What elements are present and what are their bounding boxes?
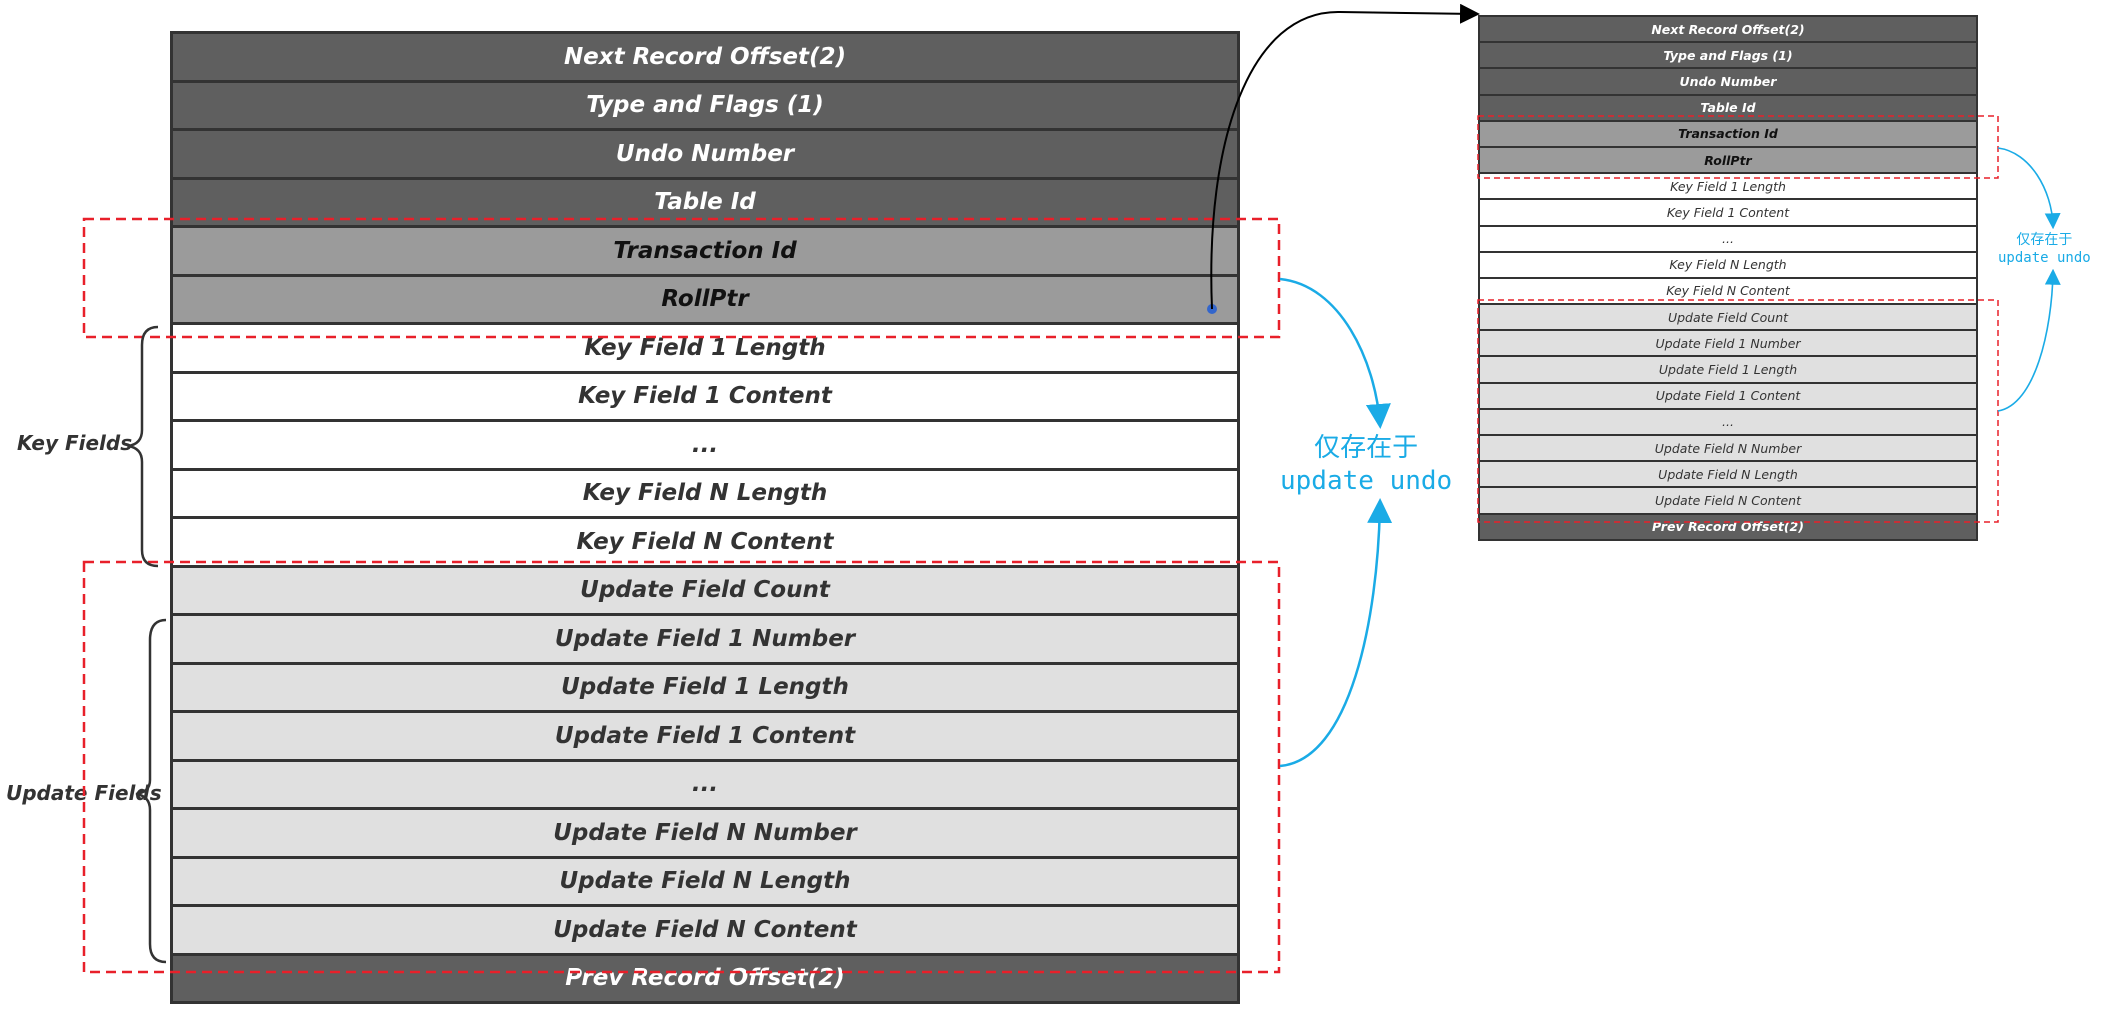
note-line-1: 仅存在于 — [1314, 433, 1419, 463]
field-row-key-field-n-length: Key Field N Length — [170, 470, 1240, 519]
field-row-update-field-1-number: Update Field 1 Number — [1478, 331, 1978, 358]
field-row-table-id: Table Id — [1478, 95, 1978, 122]
trx-rollptr-highlight-box — [82, 217, 1281, 339]
note-mini-line-1: 仅存在于 — [2016, 232, 2073, 248]
field-row-next-record-offset-2: Next Record Offset(2) — [170, 34, 1240, 83]
field-row-key-field-n-length: Key Field N Length — [1478, 252, 1978, 279]
field-row-key-field-1-content: Key Field 1 Content — [1478, 200, 1978, 227]
field-row-update-field-1-length: Update Field 1 Length — [170, 664, 1240, 713]
field-row-type-and-flags-1: Type and Flags (1) — [1478, 43, 1978, 70]
field-row-ellipsis: ... — [170, 761, 1240, 810]
field-row-rollptr: RollPtr — [170, 276, 1240, 325]
note-arrow-top-mini — [1997, 147, 2061, 230]
field-row-prev-record-offset-2: Prev Record Offset(2) — [1478, 514, 1978, 541]
undo-record-layout: Next Record Offset(2)Type and Flags (1)U… — [170, 31, 1240, 1004]
field-row-next-record-offset-2: Next Record Offset(2) — [1478, 17, 1978, 44]
field-row-update-field-1-number: Update Field 1 Number — [170, 616, 1240, 665]
note-arrow-top — [1279, 277, 1391, 429]
field-row-ellipsis: ... — [170, 422, 1240, 471]
field-row-key-field-n-content: Key Field N Content — [170, 519, 1240, 568]
field-row-undo-number: Undo Number — [170, 131, 1240, 180]
update-undo-note-mini: 仅存在于 update undo — [1998, 232, 2091, 267]
update-fields-highlight-box — [82, 560, 1281, 974]
trx-rollptr-highlight-box-mini — [1477, 115, 1999, 179]
update-fields-brace — [135, 618, 167, 964]
field-row-update-field-n-length: Update Field N Length — [1478, 462, 1978, 489]
key-fields-brace — [127, 325, 159, 568]
field-row-update-field-count: Update Field Count — [1478, 305, 1978, 332]
field-row-update-field-n-number: Update Field N Number — [1478, 436, 1978, 463]
key-fields-label: Key Fields — [17, 431, 133, 455]
field-row-update-field-n-content: Update Field N Content — [170, 907, 1240, 956]
field-row-key-field-1-length: Key Field 1 Length — [1478, 174, 1978, 201]
field-row-prev-record-offset-2: Prev Record Offset(2) — [170, 955, 1240, 1004]
field-row-update-field-1-length: Update Field 1 Length — [1478, 357, 1978, 384]
field-row-ellipsis: ... — [1478, 226, 1978, 253]
field-row-update-field-1-content: Update Field 1 Content — [170, 713, 1240, 762]
field-row-update-field-1-content: Update Field 1 Content — [1478, 383, 1978, 410]
field-row-rollptr: RollPtr — [1478, 147, 1978, 175]
field-row-key-field-1-length: Key Field 1 Length — [170, 325, 1240, 374]
note-line-2: update undo — [1280, 465, 1453, 496]
field-row-transaction-id: Transaction Id — [1478, 121, 1978, 148]
field-row-update-field-n-content: Update Field N Content — [1478, 488, 1978, 515]
field-row-undo-number: Undo Number — [1478, 69, 1978, 96]
update-fields-highlight-box-mini — [1477, 299, 1999, 523]
field-row-type-and-flags-1: Type and Flags (1) — [170, 82, 1240, 131]
field-row-update-field-count: Update Field Count — [170, 567, 1240, 616]
note-arrow-bottom — [1279, 498, 1393, 768]
field-row-ellipsis: ... — [1478, 409, 1978, 436]
field-row-update-field-n-number: Update Field N Number — [170, 810, 1240, 859]
field-row-key-field-1-content: Key Field 1 Content — [170, 373, 1240, 422]
undo-record-layout-mini: Next Record Offset(2)Type and Flags (1)U… — [1478, 15, 1978, 541]
note-arrow-bottom-mini — [1997, 268, 2061, 412]
note-mini-line-2: update undo — [1998, 249, 2091, 266]
field-row-transaction-id: Transaction Id — [170, 228, 1240, 277]
field-row-update-field-n-length: Update Field N Length — [170, 858, 1240, 907]
rollptr-arrow — [1210, 3, 1480, 310]
update-undo-note: 仅存在于 update undo — [1280, 432, 1452, 497]
